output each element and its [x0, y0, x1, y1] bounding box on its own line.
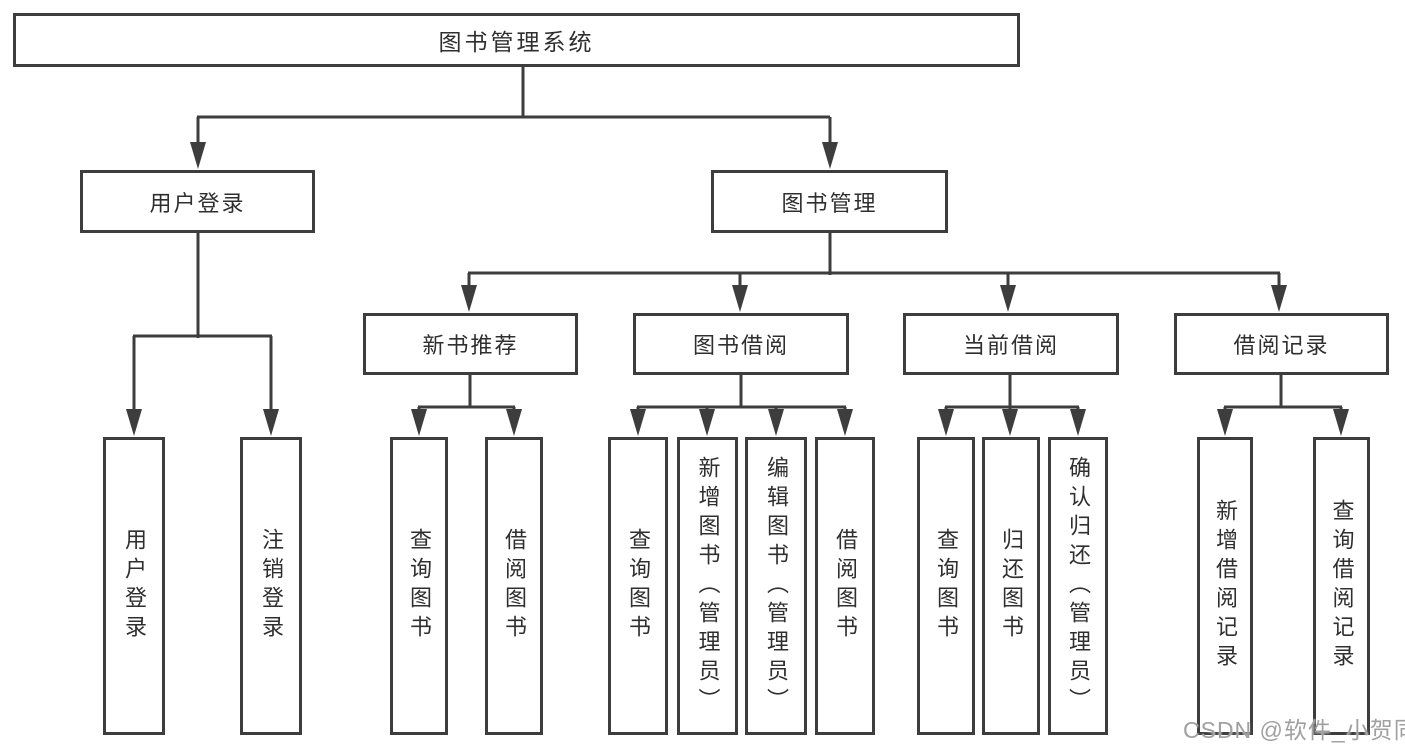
leaf-query-borrow-record: 查询借阅记录: [1313, 437, 1370, 735]
leaf-return-book-label: 归还图书: [999, 528, 1024, 644]
node-new-book-recommend: 新书推荐: [363, 313, 578, 375]
leaf-query-books-recommend-label: 查询图书: [407, 528, 432, 644]
leaf-add-borrow-record-label: 新增借阅记录: [1213, 499, 1238, 673]
leaf-edit-book-admin-label: 编辑图书（管理员）: [764, 455, 789, 717]
node-book-management: 图书管理: [711, 170, 948, 233]
leaf-query-books-borrow-label: 查询图书: [626, 528, 651, 644]
leaf-query-books-recommend: 查询图书: [390, 437, 448, 735]
leaf-user-login-label: 用户登录: [122, 528, 147, 644]
leaf-add-borrow-record: 新增借阅记录: [1197, 437, 1253, 735]
leaf-add-book-admin: 新增图书（管理员）: [677, 437, 738, 735]
leaf-confirm-return-admin-label: 确认归还（管理员）: [1066, 455, 1091, 717]
leaf-query-borrow-record-label: 查询借阅记录: [1329, 499, 1355, 673]
leaf-edit-book-admin: 编辑图书（管理员）: [745, 437, 807, 735]
leaf-confirm-return-admin: 确认归还（管理员）: [1048, 437, 1108, 735]
watermark-csdn: CSDN @软件_小贺同学: [1183, 717, 1405, 743]
leaf-logout: 注销登录: [240, 437, 302, 735]
node-book-borrow: 图书借阅: [633, 313, 849, 375]
leaf-borrow-books-label: 借阅图书: [833, 528, 858, 644]
leaf-user-login: 用户登录: [103, 437, 165, 735]
node-user-login: 用户登录: [80, 170, 315, 233]
node-borrow-records: 借阅记录: [1174, 313, 1389, 375]
leaf-query-books-borrow: 查询图书: [608, 437, 668, 735]
leaf-logout-label: 注销登录: [259, 528, 284, 644]
leaf-query-books-current: 查询图书: [917, 437, 975, 735]
leaf-borrow-books-recommend: 借阅图书: [485, 437, 543, 735]
node-current-borrow: 当前借阅: [903, 313, 1119, 375]
leaf-borrow-books-recommend-label: 借阅图书: [502, 528, 527, 644]
leaf-return-book: 归还图书: [982, 437, 1040, 735]
leaf-borrow-books: 借阅图书: [815, 437, 875, 735]
leaf-add-book-admin-label: 新增图书（管理员）: [695, 455, 721, 717]
leaf-query-books-current-label: 查询图书: [934, 528, 959, 644]
node-library-system: 图书管理系统: [13, 13, 1020, 67]
